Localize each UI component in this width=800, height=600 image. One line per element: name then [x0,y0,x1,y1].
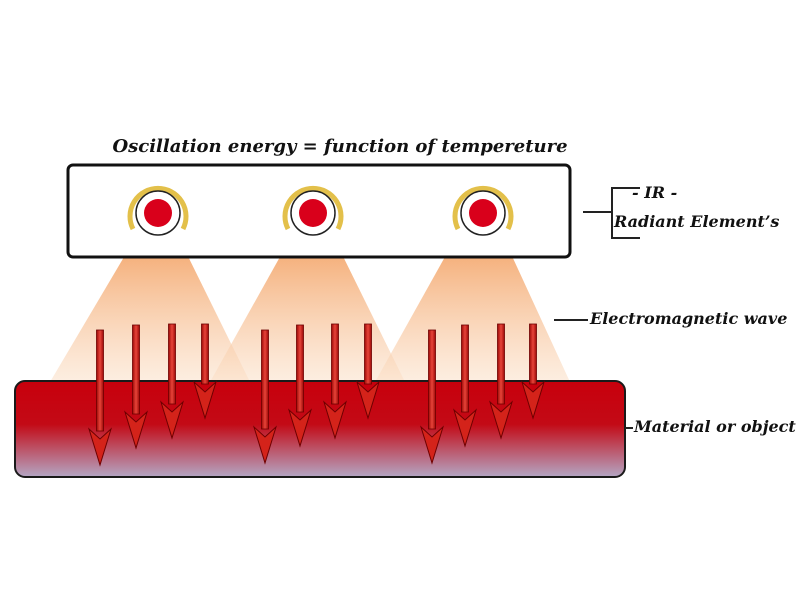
radiant-element-3 [452,185,514,236]
beam-cone-3 [375,230,570,382]
wave-arrow-5 [252,329,278,465]
wave-arrow-8 [355,323,381,420]
wave-arrow-1 [87,329,113,467]
beam-cone-2 [210,230,405,382]
diagram-title: Oscillation energy = function of tempere… [112,136,568,157]
wave-arrow-6 [287,324,313,448]
wave-arrow-4 [192,323,218,420]
material-label: Material or object [634,417,796,436]
wave-arrow-2 [123,324,149,450]
wave-arrow-3 [159,323,185,440]
wave-arrow-9 [419,329,445,465]
electromagnetic-wave-label: Electromagnetic wave [590,309,788,328]
wave-arrow-11 [488,323,514,440]
radiant-element-1 [127,185,189,236]
wave-arrow-10 [452,324,478,448]
wave-arrow-7 [322,323,348,440]
radiant-element-2 [282,185,344,236]
ir-label: - IR - [632,183,678,202]
wave-arrows [87,323,546,467]
radiant-elements-label: Radiant Element’s [614,212,780,231]
ir-bracket [583,187,640,239]
wave-arrow-12 [520,323,546,420]
